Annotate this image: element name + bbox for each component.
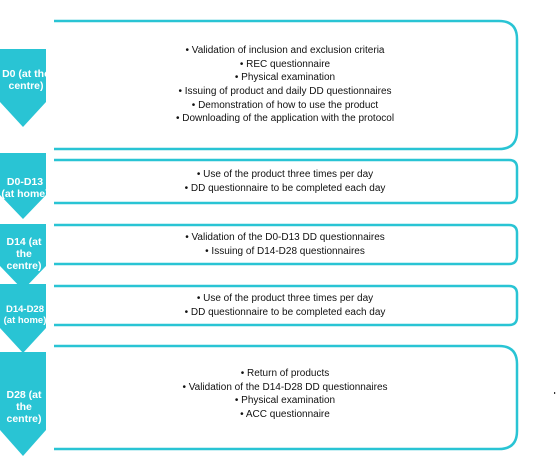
list-item: • Downloading of the application with th… [175, 113, 395, 125]
list-item: • Physical examination [234, 72, 336, 84]
list-item: • Demonstration of how to use the produc… [191, 99, 379, 111]
list-item: • Use of the product three times per day [196, 292, 374, 304]
list-item: • DD questionnaire to be completed each … [184, 306, 386, 318]
list-item: • Issuing of D14-D28 questionnaires [205, 245, 365, 257]
list-item: • Validation of inclusion and exclusion … [185, 45, 385, 57]
step-box-3 [54, 223, 519, 266]
step-details-d0-d13: • Use of the product three times per day… [54, 161, 516, 202]
edge-marker [554, 392, 556, 394]
list-item: • DD questionnaire to be completed each … [184, 182, 386, 194]
step-box-4 [54, 284, 519, 327]
chevron-4 [0, 284, 46, 353]
list-item: • Use of the product three times per day [196, 168, 374, 180]
step-label-d0-d13: D0-D13 (at home) [1, 176, 49, 200]
step-details-d14: • Validation of the D0-D13 DD questionna… [54, 226, 516, 263]
step-details-d14-d28: • Use of the product three times per day… [54, 287, 516, 324]
chevron-5 [0, 352, 46, 456]
step-box-2 [54, 158, 519, 205]
list-item: • ACC questionnaire [240, 408, 330, 420]
step-label-d14-d28: D14-D28 (at home) [3, 304, 47, 326]
chevron-2 [0, 153, 46, 219]
list-item: • Physical examination [234, 395, 336, 407]
chevron-1 [0, 49, 46, 127]
step-label-d14: D14 (at the centre) [6, 236, 42, 272]
step-label-d28: D28 (at the centre) [6, 389, 42, 425]
step-label-d0: D0 (at the centre) [2, 68, 50, 92]
list-item: • Issuing of product and daily DD questi… [178, 86, 392, 97]
list-item: • Validation of the D14-D28 DD questionn… [182, 381, 388, 393]
list-item: • Validation of the D0-D13 DD questionna… [185, 231, 385, 243]
step-box-5 [54, 344, 519, 451]
list-item: • REC questionnaire [239, 58, 331, 70]
chevron-3 [0, 224, 46, 290]
list-item: • Return of products [240, 368, 330, 379]
step-details-d28: • Return of products • Validation of the… [54, 347, 516, 448]
step-box-1 [54, 19, 519, 151]
step-details-d0: • Validation of inclusion and exclusion … [54, 22, 516, 148]
